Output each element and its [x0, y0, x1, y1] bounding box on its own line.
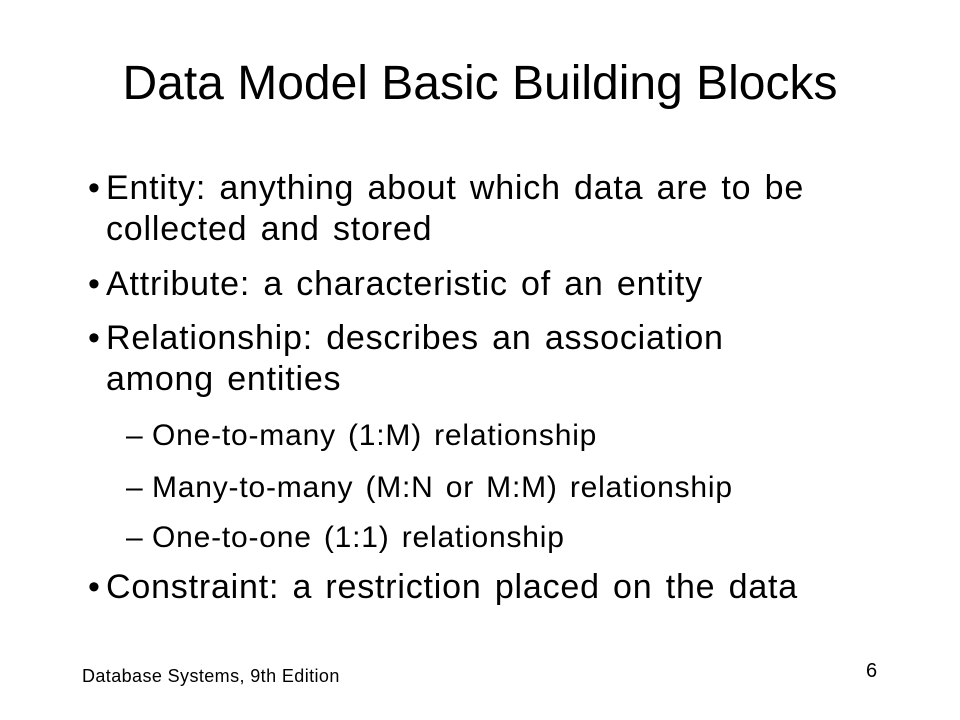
bullet-constraint: Constraint: a restriction placed on the …	[106, 568, 799, 606]
footer-citation: Database Systems, 9th Edition	[82, 666, 340, 686]
dash-icon: –	[126, 471, 143, 504]
subbullet-many-to-many: Many-to-many (M:N or M:M) relationship	[152, 471, 733, 504]
dash-icon: –	[126, 521, 143, 554]
bullet-icon: •	[88, 169, 100, 207]
bullet-icon: •	[88, 568, 100, 606]
bullet-relationship-line-2: among entities	[106, 360, 342, 398]
subbullet-one-to-many: One-to-many (1:M) relationship	[152, 419, 598, 452]
bullet-relationship-line-1: Relationship: describes an association	[106, 319, 724, 357]
bullet-entity-line-1: Entity: anything about which data are to…	[106, 169, 805, 207]
slide-title: Data Model Basic Building Blocks	[122, 57, 838, 110]
page-number: 6	[866, 660, 878, 682]
bullet-entity-line-2: collected and stored	[106, 210, 433, 248]
subbullet-one-to-one: One-to-one (1:1) relationship	[152, 521, 565, 554]
dash-icon: –	[126, 419, 143, 452]
bullet-icon: •	[88, 319, 100, 357]
bullet-icon: •	[88, 265, 100, 303]
bullet-attribute: Attribute: a characteristic of an entity	[106, 265, 703, 303]
